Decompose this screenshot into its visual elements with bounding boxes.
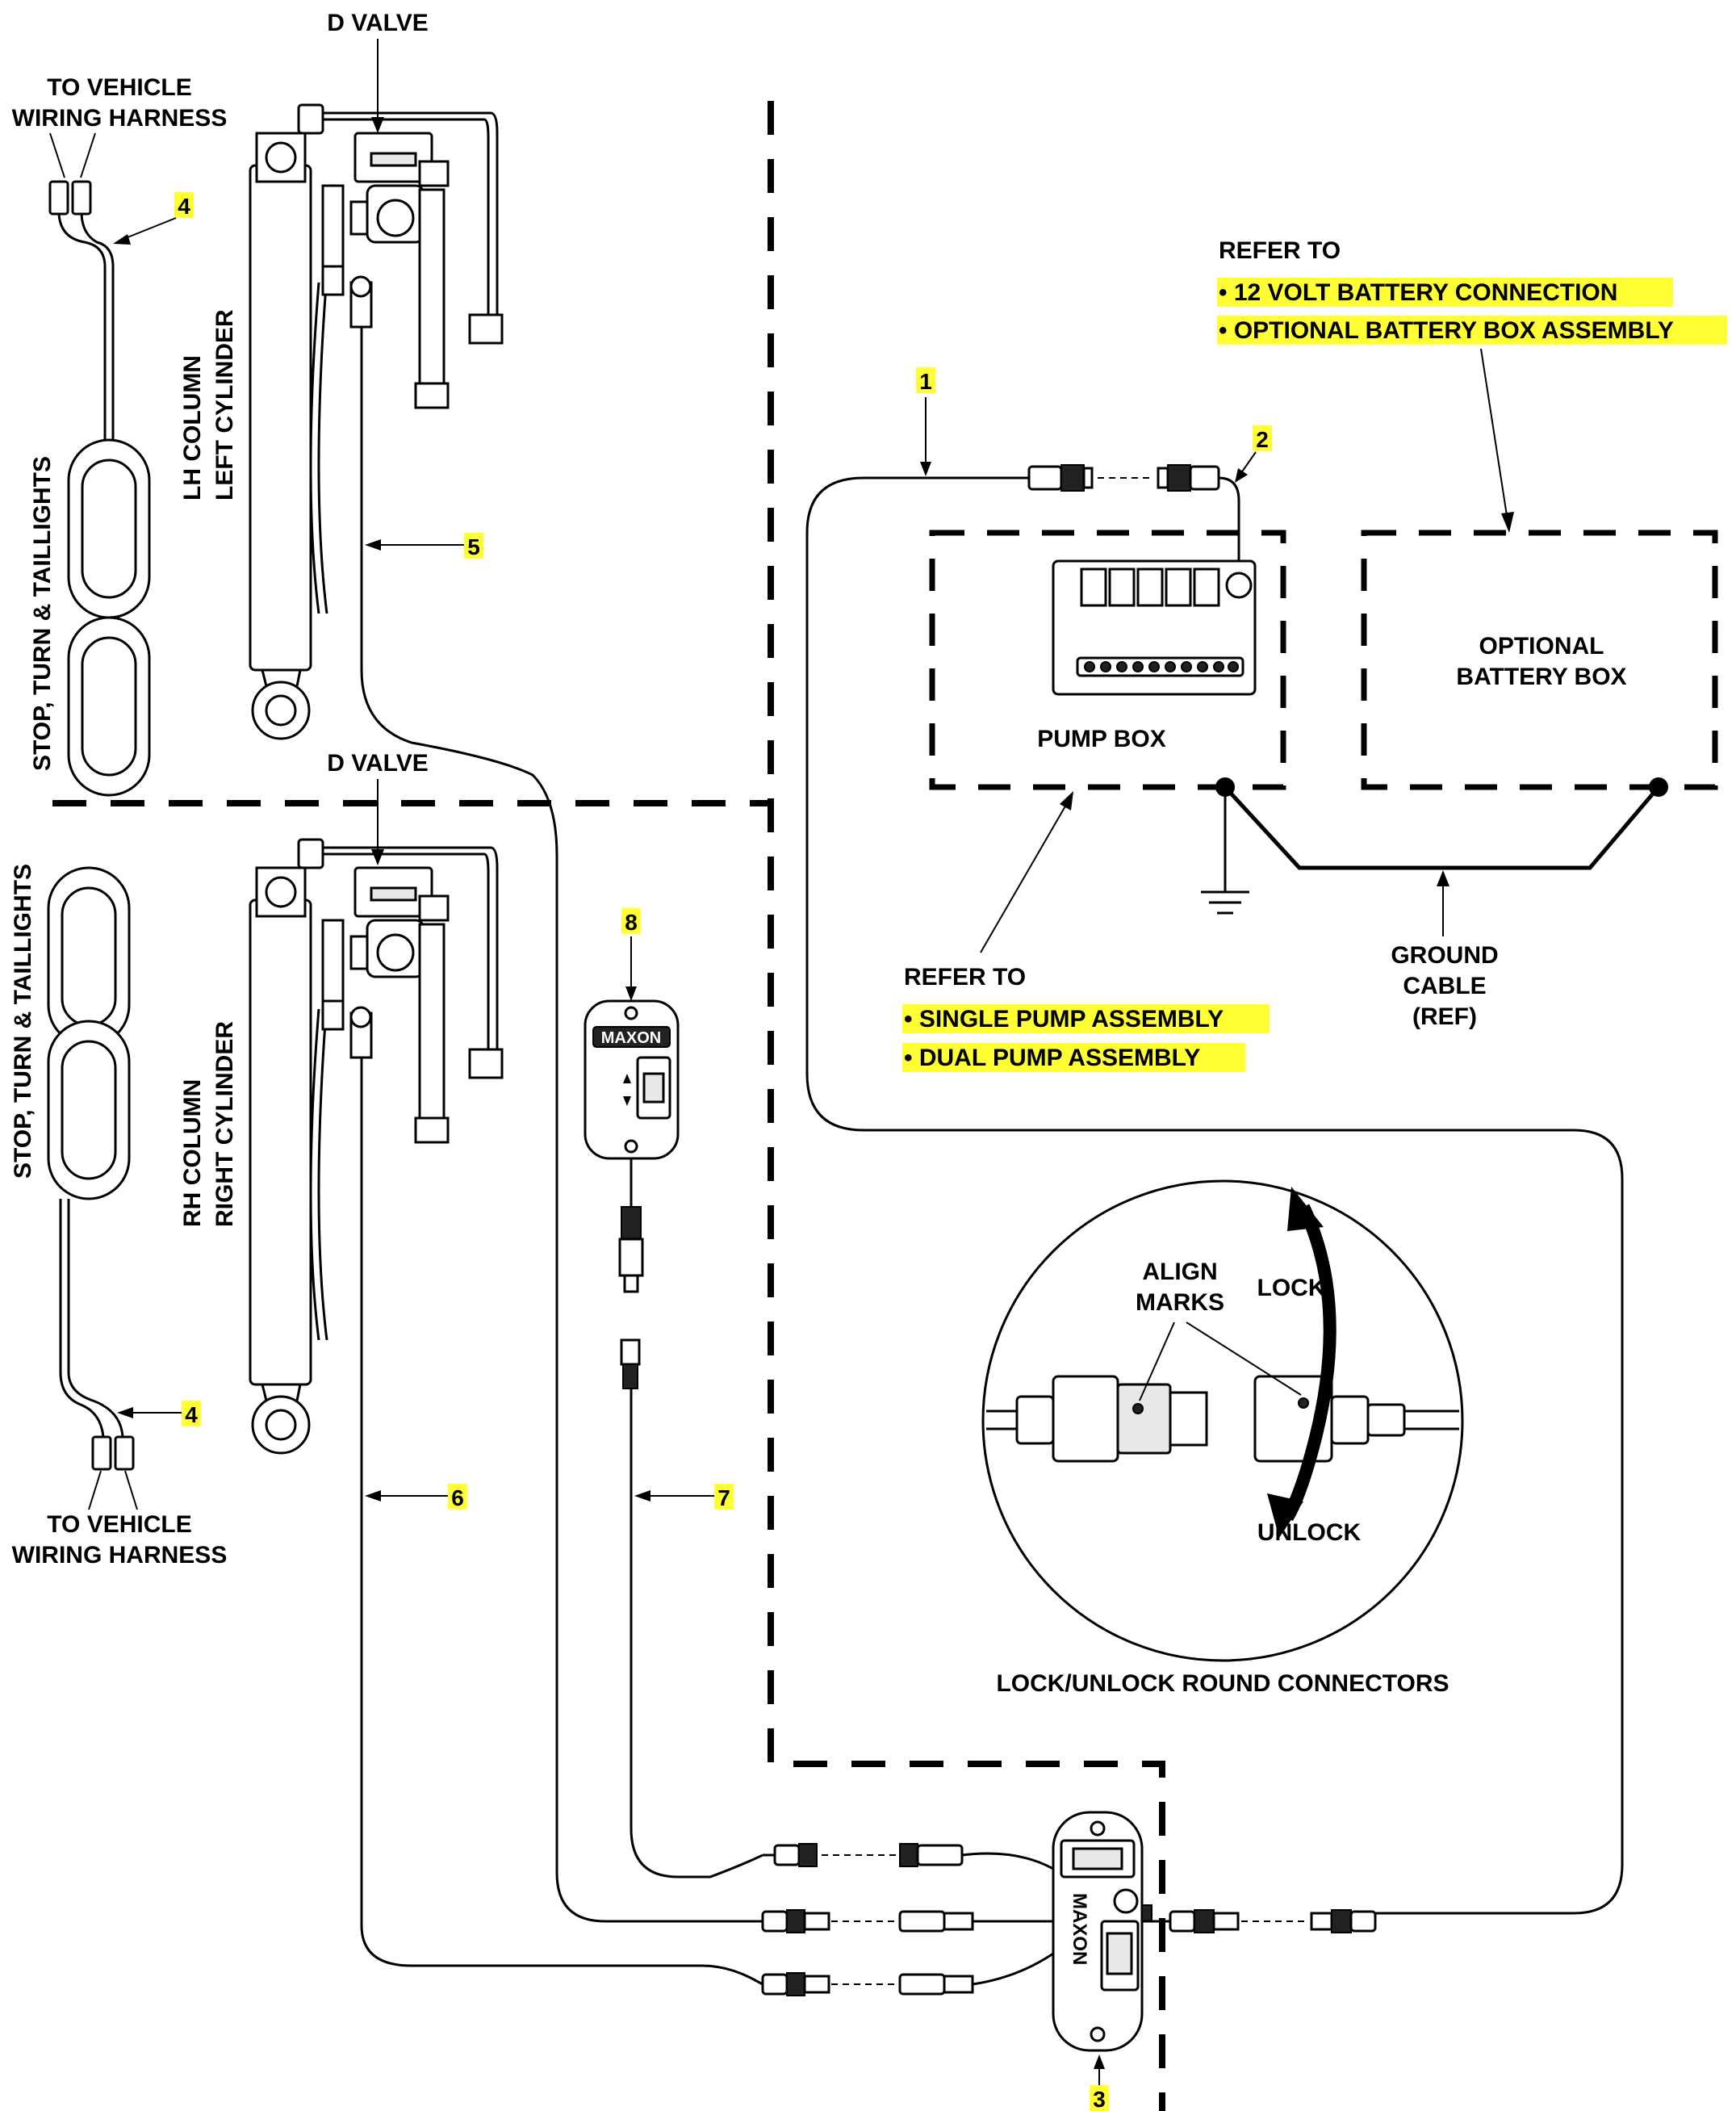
battery-box-label-2: BATTERY BOX	[1456, 664, 1626, 690]
module-connectors	[761, 1843, 1377, 1996]
remote-maxon-logo: MAXON	[601, 1029, 661, 1047]
refer-to-bottom: REFER TO	[904, 964, 1026, 991]
lh-cylinder	[249, 132, 328, 740]
to-vehicle-top-label-2: WIRING HARNESS	[12, 105, 228, 132]
lh-column-label-1: LH COLUMN	[179, 355, 206, 501]
align-marks-label-1: ALIGN	[1142, 1259, 1217, 1285]
refer-to-battery-note: REFER TO • 12 VOLT BATTERY CONNECTION • …	[1217, 237, 1727, 533]
rh-cylinder	[249, 866, 328, 1455]
svg-text:1: 1	[919, 369, 932, 394]
harness-7	[630, 1388, 763, 1879]
rh-column-label-1: RH COLUMN	[179, 1079, 206, 1227]
to-vehicle-bottom-label-1: TO VEHICLE	[47, 1511, 191, 1538]
bottom-light-harness	[47, 866, 138, 1510]
lock-unlock-detail: ALIGN MARKS LOCK UNLOCK	[981, 1179, 1464, 1662]
callout-3: 3	[1090, 2054, 1109, 2111]
rh-column-label-2: RIGHT CYLINDER	[211, 1021, 238, 1227]
top-light-harness	[48, 132, 151, 797]
optional-battery-box: OPTIONAL BATTERY BOX	[1361, 530, 1718, 790]
relay-block	[1080, 568, 1253, 607]
lock-label: LOCK	[1257, 1275, 1326, 1301]
ground-cable-label-2: CABLE	[1403, 973, 1486, 999]
svg-text:7: 7	[717, 1485, 730, 1510]
harness-1	[805, 464, 1624, 1915]
to-vehicle-top-label-1: TO VEHICLE	[47, 74, 191, 101]
lh-d-valve	[297, 103, 504, 409]
harness-2	[1157, 464, 1240, 561]
divider-lines	[52, 101, 1165, 2111]
module-maxon-logo: MAXON	[1069, 1893, 1090, 1965]
pump-box-label: PUMP BOX	[1037, 726, 1165, 752]
svg-text:3: 3	[1093, 2087, 1106, 2111]
battery-box-label-1: OPTIONAL	[1479, 633, 1604, 660]
battery-box-assembly-ref: • OPTIONAL BATTERY BOX ASSEMBLY	[1219, 317, 1674, 344]
harness-6	[360, 1058, 763, 1986]
svg-text:2: 2	[1256, 427, 1269, 452]
svg-text:4: 4	[185, 1402, 198, 1427]
refer-to-pump-note: REFER TO • SINGLE PUMP ASSEMBLY • DUAL P…	[902, 791, 1270, 1072]
unlock-label: UNLOCK	[1257, 1519, 1362, 1546]
callout-4-top: 4	[113, 192, 194, 245]
remote-control: MAXON	[584, 999, 680, 1389]
single-pump-ref: • SINGLE PUMP ASSEMBLY	[904, 1006, 1224, 1032]
lock-unlock-title: LOCK/UNLOCK ROUND CONNECTORS	[996, 1670, 1449, 1697]
rh-d-valve	[297, 838, 504, 1144]
callout-8: 8	[621, 908, 641, 1001]
ground-symbol	[1201, 890, 1249, 915]
svg-text:5: 5	[467, 534, 480, 559]
svg-text:8: 8	[625, 910, 638, 935]
svg-text:6: 6	[451, 1485, 464, 1510]
svg-text:4: 4	[178, 194, 190, 219]
callout-5: 5	[365, 533, 483, 559]
ground-cable: GROUND CABLE (REF)	[1201, 777, 1668, 1030]
callout-4-bottom: 4	[117, 1401, 201, 1427]
d-valve-bottom-label: D VALVE	[327, 750, 429, 777]
ground-cable-label-1: GROUND	[1391, 942, 1498, 969]
d-valve-top-label: D VALVE	[327, 10, 429, 36]
pump-box: PUMP BOX	[929, 530, 1286, 790]
callout-7: 7	[634, 1484, 734, 1510]
control-module: MAXON	[1052, 1811, 1152, 2052]
dual-pump-ref: • DUAL PUMP ASSEMBLY	[904, 1045, 1200, 1071]
callout-2: 2	[1235, 425, 1272, 483]
refer-to-top: REFER TO	[1219, 237, 1341, 264]
align-marks-label-2: MARKS	[1136, 1289, 1224, 1316]
stop-turn-bottom-label: STOP, TURN & TAILLIGHTS	[10, 864, 36, 1179]
stop-turn-top-label: STOP, TURN & TAILLIGHTS	[29, 456, 56, 771]
ground-cable-label-3: (REF)	[1412, 1003, 1477, 1030]
to-vehicle-bottom-label-2: WIRING HARNESS	[12, 1542, 228, 1569]
harness-5	[360, 327, 763, 1923]
callout-1: 1	[916, 367, 935, 476]
lh-column-label-2: LEFT CYLINDER	[211, 309, 238, 501]
battery-connection-ref: • 12 VOLT BATTERY CONNECTION	[1219, 279, 1617, 306]
callout-6: 6	[365, 1484, 467, 1510]
terminal-strip	[1076, 656, 1244, 677]
